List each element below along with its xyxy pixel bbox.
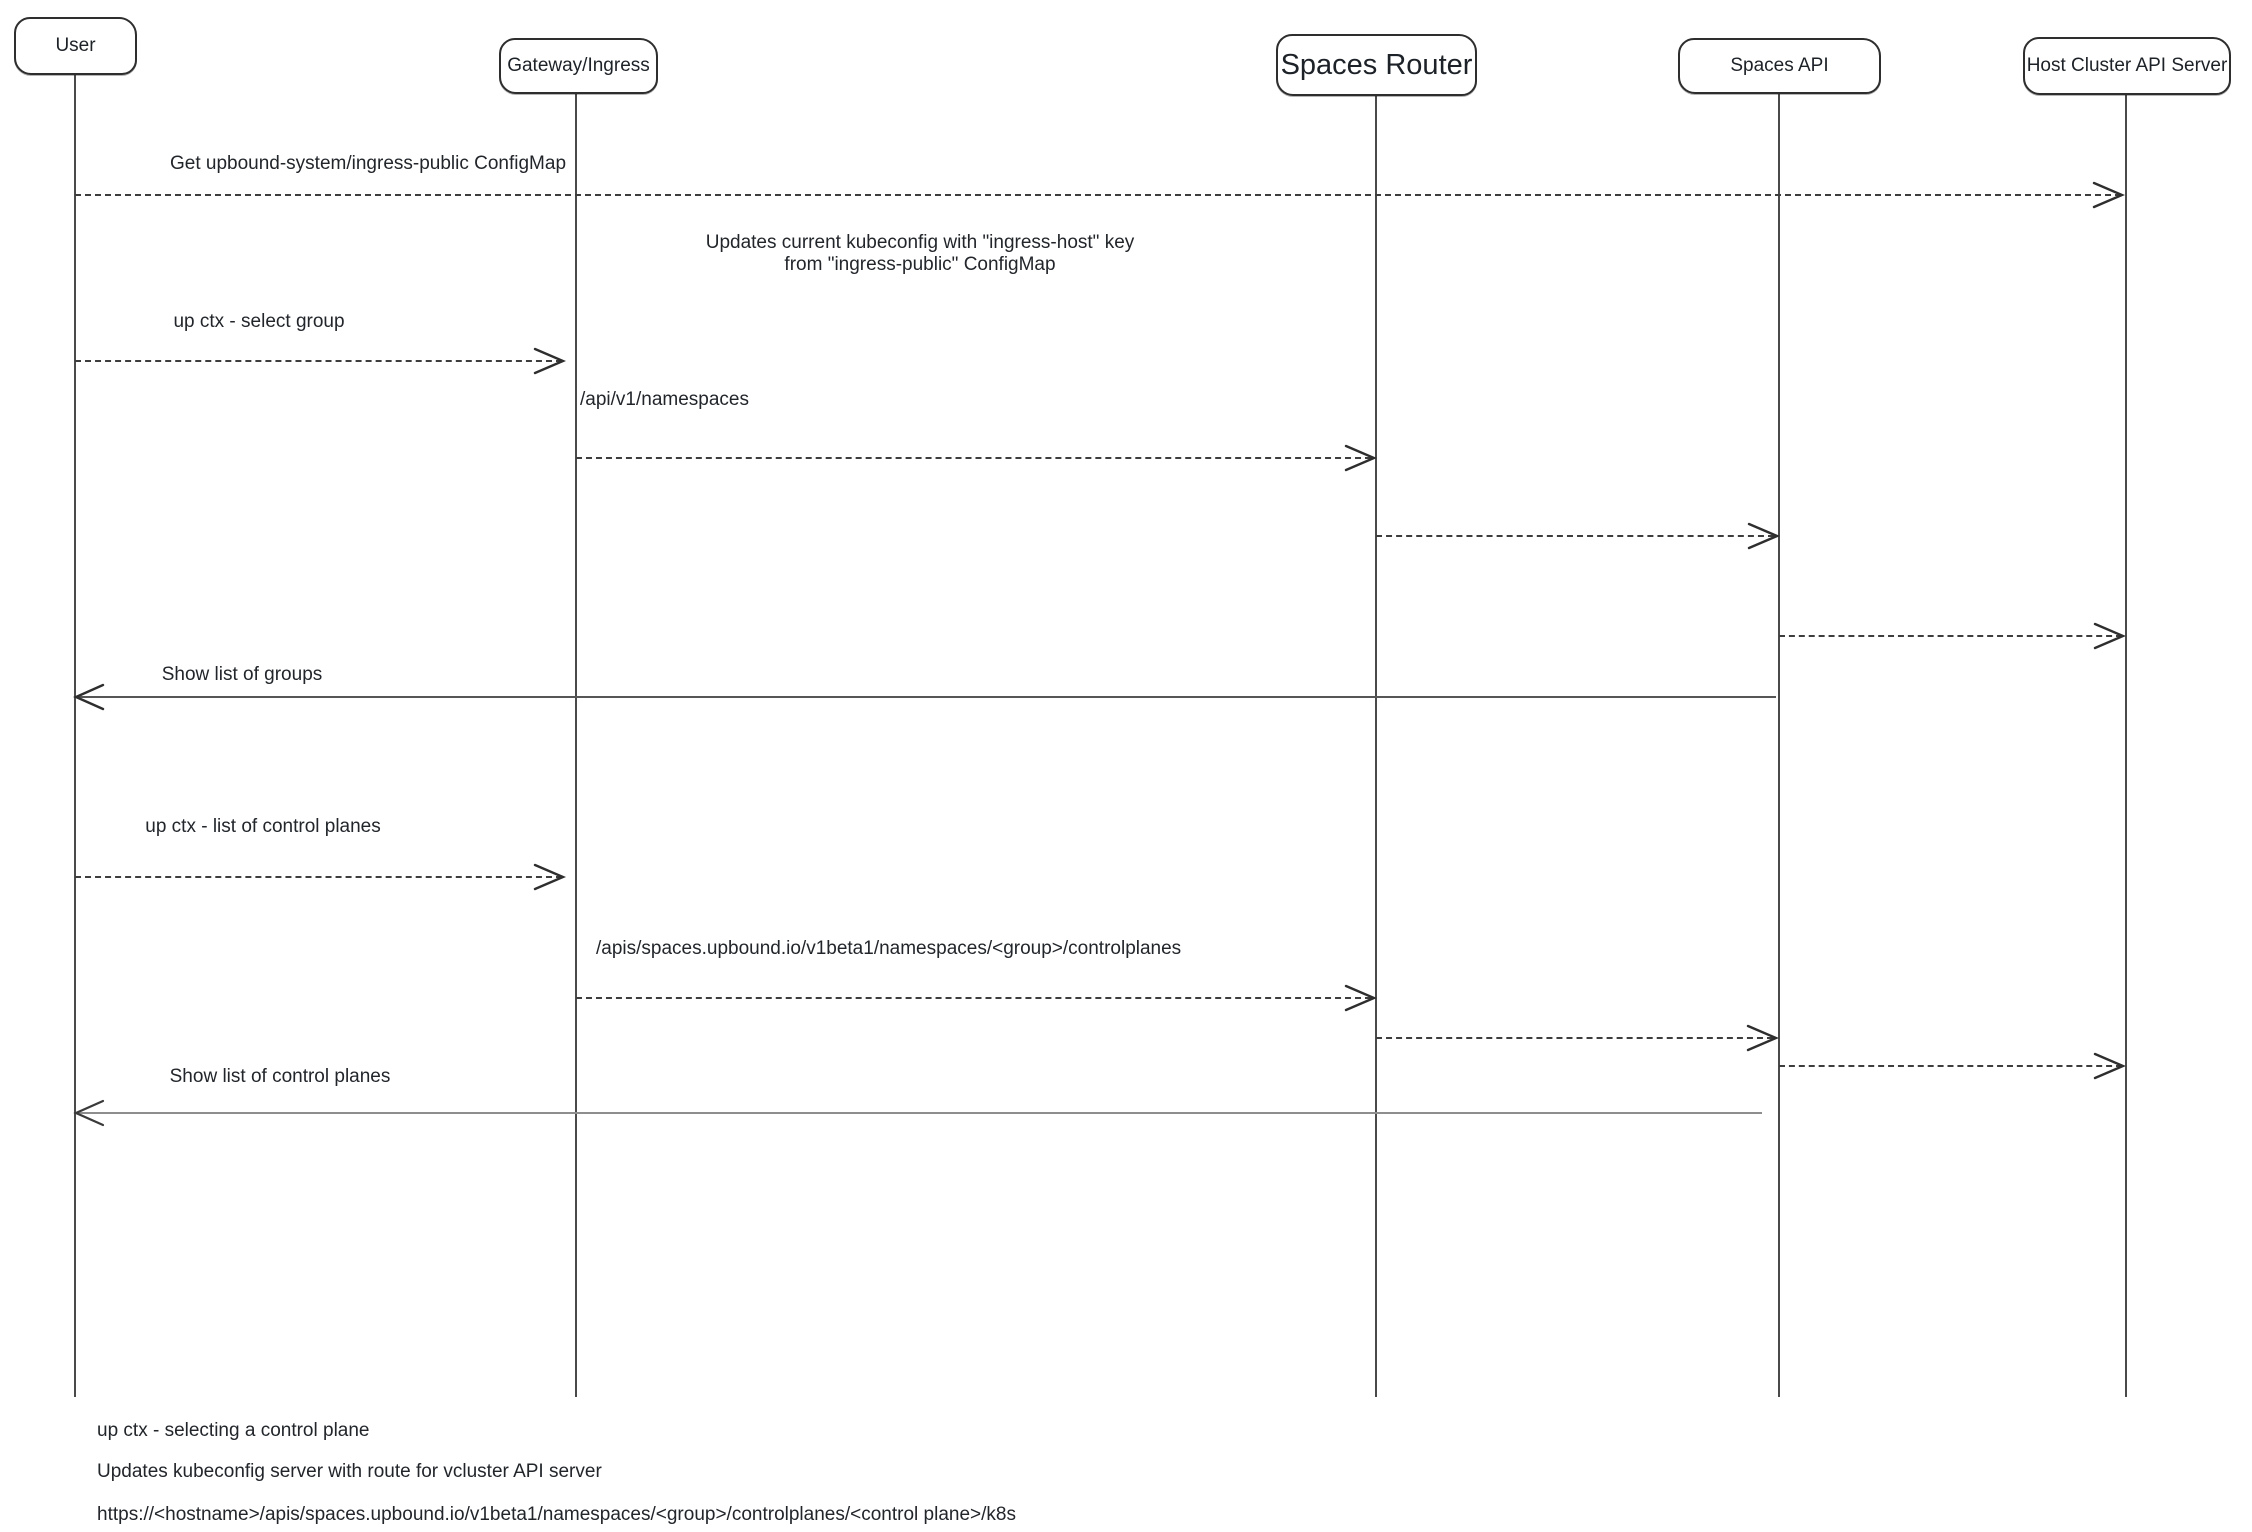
message-line bbox=[76, 696, 1776, 698]
actor-label-gateway-ingress: Gateway/Ingress bbox=[507, 55, 650, 76]
message-label: up ctx - list of control planes bbox=[145, 816, 381, 837]
message-label: Show list of control planes bbox=[169, 1066, 391, 1087]
actor-label-user: User bbox=[55, 35, 96, 56]
message-label: /apis/spaces.upbound.io/v1beta1/namespac… bbox=[596, 938, 1182, 959]
actor-box-host-cluster-api-server: Host Cluster API Server bbox=[2023, 37, 2231, 95]
message-line bbox=[75, 876, 562, 878]
message-line bbox=[576, 997, 1371, 999]
actor-box-spaces-router: Spaces Router bbox=[1276, 34, 1477, 96]
message-line bbox=[1779, 1065, 2122, 1067]
note-text-line1: Updates current kubeconfig with "ingress… bbox=[705, 232, 1135, 253]
actor-box-gateway-ingress: Gateway/Ingress bbox=[499, 38, 658, 94]
message-line bbox=[1376, 1037, 1773, 1039]
actor-label-spaces-router: Spaces Router bbox=[1280, 48, 1473, 81]
actor-label-host-cluster-api-server: Host Cluster API Server bbox=[2026, 55, 2228, 76]
arrowhead-right-icon bbox=[2092, 181, 2125, 209]
footer-note-2: Updates kubeconfig server with route for… bbox=[97, 1461, 602, 1482]
actor-label-spaces-api: Spaces API bbox=[1730, 55, 1829, 76]
message-line bbox=[76, 1112, 1762, 1114]
arrowhead-right-icon bbox=[2093, 1052, 2126, 1080]
message-label: /api/v1/namespaces bbox=[580, 389, 749, 410]
actor-box-user: User bbox=[14, 17, 137, 75]
arrowhead-right-icon bbox=[533, 347, 566, 375]
arrowhead-right-icon bbox=[2093, 622, 2126, 650]
lifeline-gateway-ingress bbox=[575, 94, 577, 1397]
lifeline-spaces-api bbox=[1778, 94, 1780, 1397]
message-line bbox=[1376, 535, 1774, 537]
message-label: Get upbound-system/ingress-public Config… bbox=[169, 153, 567, 174]
arrowhead-right-icon bbox=[1746, 1024, 1779, 1052]
arrowhead-right-icon bbox=[1344, 984, 1377, 1012]
message-label: up ctx - select group bbox=[173, 311, 345, 332]
lifeline-host-cluster-api-server bbox=[2125, 95, 2127, 1397]
footer-note-3: https://<hostname>/apis/spaces.upbound.i… bbox=[97, 1504, 1016, 1525]
actor-box-spaces-api: Spaces API bbox=[1678, 38, 1881, 94]
footer-note-1: up ctx - selecting a control plane bbox=[97, 1420, 370, 1441]
arrowhead-right-icon bbox=[1747, 522, 1780, 550]
message-line bbox=[75, 360, 562, 362]
arrowhead-right-icon bbox=[533, 863, 566, 891]
arrowhead-left-icon bbox=[73, 683, 105, 711]
lifeline-spaces-router bbox=[1375, 96, 1377, 1397]
message-line bbox=[1779, 635, 2122, 637]
note-text-line2: from "ingress-public" ConfigMap bbox=[784, 254, 1056, 275]
message-line bbox=[576, 457, 1371, 459]
message-line bbox=[75, 194, 2121, 196]
arrowhead-right-icon bbox=[1344, 444, 1377, 472]
message-label: Show list of groups bbox=[161, 664, 323, 685]
lifeline-user bbox=[74, 75, 76, 1397]
arrowhead-left-icon bbox=[73, 1099, 105, 1127]
